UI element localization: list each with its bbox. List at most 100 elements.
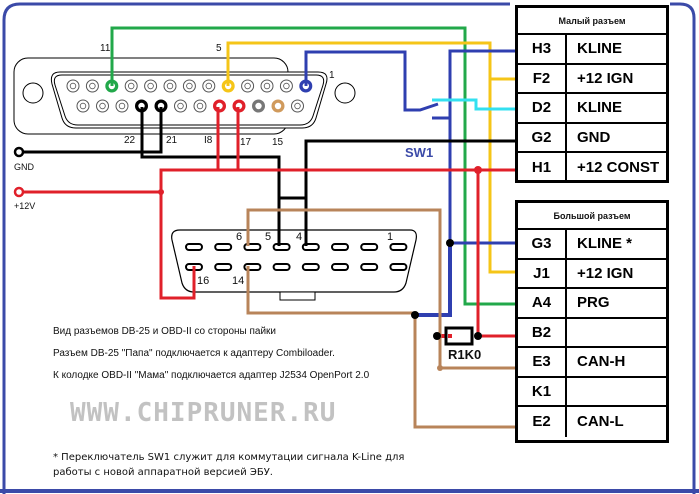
obd-pin-15 — [214, 263, 233, 271]
connector-row-j1: J1 +12 IGN — [518, 259, 666, 289]
connector-pin: G3 — [518, 230, 567, 258]
connector-signal: +12 CONST — [577, 159, 660, 177]
obd-pin-1-label: 1 — [387, 231, 394, 243]
obd-pin-8 — [185, 243, 203, 251]
connector-pin: K1 — [518, 377, 567, 405]
wire-brown-can-h — [246, 208, 515, 370]
db25-pin-22-label: 22 — [124, 135, 136, 146]
obd2-key — [279, 291, 316, 301]
connector-signal: KLINE — [577, 40, 622, 58]
db25-pin-5-label: 5 — [216, 43, 222, 54]
footnote-line-1: * Переключатель SW1 служит для коммутаци… — [53, 452, 405, 463]
connector-pin: H1 — [518, 153, 567, 183]
db25-pin-8-hole — [166, 82, 174, 90]
db25-pin-11-label: 11 — [100, 43, 111, 54]
connector-pin: D2 — [518, 94, 567, 122]
connector-pin: H3 — [518, 35, 567, 63]
connector-row-h3: H3 KLINE — [518, 35, 666, 65]
db25-pin-24-hole — [99, 102, 106, 110]
resistor-label: R1K0 — [448, 347, 482, 362]
connector-pin: A4 — [518, 289, 567, 317]
db25-pin-6-hole — [205, 82, 212, 90]
connector-pin: J1 — [518, 259, 567, 287]
v12-terminal — [13, 186, 25, 198]
wire-red-obd16 — [159, 192, 196, 300]
db25-mount-hole-right — [334, 82, 356, 104]
obd-pin-9 — [389, 263, 408, 271]
obd-pin-16-label: 16 — [197, 275, 210, 287]
connector-signal: CAN-H — [577, 353, 626, 371]
obd-pin-7 — [214, 243, 233, 251]
connector-pin: B2 — [518, 318, 567, 346]
db25-pin-17-label: 17 — [240, 137, 252, 148]
db25-pin-15-label: 15 — [272, 137, 284, 148]
footnote-line-2: работы с новой аппаратной версией ЭБУ. — [53, 467, 273, 478]
connector-signal: GND — [577, 128, 611, 146]
wire-red-12v — [19, 168, 515, 194]
obd-pin-13 — [272, 263, 291, 271]
large-connector-table: Большой разъем G3 KLINE * J1 +12 IGN A4 PRG B2… — [515, 200, 669, 443]
db25-pin-7-hole — [186, 82, 193, 90]
connector-pin: E2 — [518, 407, 567, 437]
db25-pin-14-hole — [294, 102, 301, 110]
connector-signal: PRG — [577, 294, 610, 312]
wire-black-g2 — [304, 139, 515, 198]
gnd-label: GND — [14, 162, 34, 172]
db25-connector — [13, 57, 356, 135]
db25-pin-13-hole — [69, 82, 77, 90]
note-line-3: К колодке OBD-II "Мама" подключается ада… — [53, 370, 370, 381]
note-line-2: Разъем DB-25 "Папа" подключается к адапт… — [53, 348, 335, 359]
db25-pin-9-hole — [147, 82, 154, 90]
large-connector-title: Большой разъем — [518, 203, 666, 230]
connector-signal: +12 IGN — [577, 264, 634, 282]
obd-pin-2 — [360, 243, 379, 251]
db25-pin-4-hole — [244, 82, 251, 90]
db25-pin-20-hole — [177, 102, 184, 110]
wire-cyan-d2 — [432, 98, 515, 111]
resistor-pad-right — [474, 332, 482, 340]
wire-black-gnd — [19, 107, 163, 154]
connector-signal — [567, 378, 666, 406]
obd2-connector — [171, 229, 417, 301]
db25-face-outer — [50, 71, 328, 129]
obd2-shell — [171, 229, 417, 293]
junction-red-12v — [158, 189, 164, 195]
db25-mount-hole-left — [22, 82, 44, 104]
connector-pin: F2 — [518, 64, 567, 92]
footnote: * Переключатель SW1 служит для коммутаци… — [53, 450, 404, 480]
obd-pin-11 — [331, 263, 349, 271]
frame-border-right — [670, 2, 696, 494]
db25-pin-15-hole — [274, 102, 282, 110]
db25-pin-3-hole — [263, 82, 271, 90]
connector-signal: KLINE * — [577, 235, 633, 253]
db25-pin-16-hole — [255, 102, 262, 110]
connector-row-b2: B2 — [518, 318, 666, 348]
resistor-pad-left — [433, 332, 441, 340]
connector-row-h1: H1 +12 CONST — [518, 153, 666, 183]
connector-row-f2: F2+12 IGN — [518, 64, 666, 94]
obd-pin-4-label: 4 — [296, 231, 303, 243]
db25-pin-19-hole — [196, 102, 204, 110]
junction-brown-e3 — [437, 365, 443, 371]
connector-row-e2: E2 CAN-L — [518, 407, 666, 437]
obd-pin-6-label: 6 — [236, 231, 243, 243]
wire-blue-kline — [448, 49, 515, 243]
db25-face-inner — [53, 74, 325, 126]
db25-pin-23-hole — [118, 102, 126, 110]
db25-pin-21-label: 21 — [166, 135, 178, 146]
connector-signal: CAN-L — [577, 413, 624, 431]
db25-pin-12-hole — [89, 82, 96, 90]
v12-label: +12V — [14, 201, 36, 211]
small-connector-title: Малый разъем — [518, 8, 666, 35]
watermark: WWW.CHIPRUNER.RU — [70, 398, 337, 428]
obd-pin-1 — [389, 243, 408, 251]
obd-pin-14-label: 14 — [232, 275, 245, 287]
wire-black-obd — [277, 196, 308, 246]
wire-blue-obd7 — [415, 243, 452, 317]
switch-label: SW1 — [405, 145, 434, 160]
db25-pin-25-hole — [79, 102, 87, 110]
